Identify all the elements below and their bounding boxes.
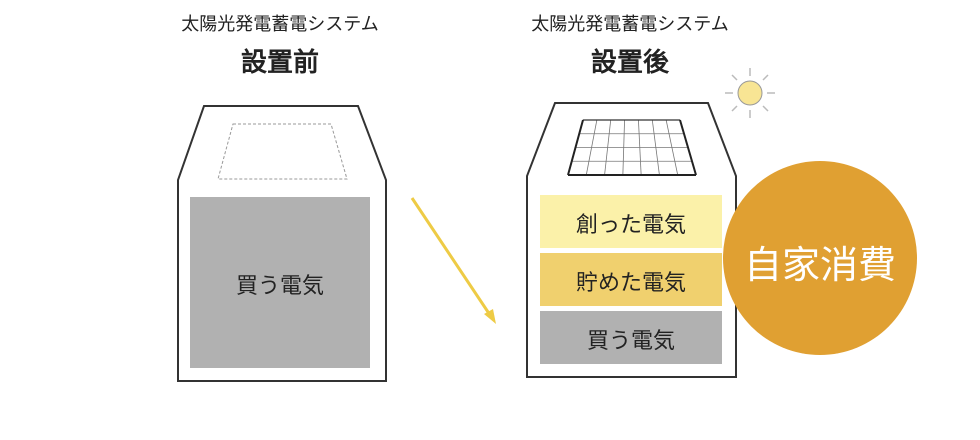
after-bought-label: 買う電気 xyxy=(586,329,675,354)
empty-roof-outline xyxy=(217,123,348,180)
created-electricity-label: 創った電気 xyxy=(575,213,686,238)
self-consumption-label: 自家消費 xyxy=(743,243,896,287)
after-subtitle: 太陽光発電蓄電システム xyxy=(531,14,729,35)
arrow xyxy=(410,197,494,319)
before-title: 設置前 xyxy=(240,48,319,78)
before-subtitle: 太陽光発電蓄電システム xyxy=(181,14,379,35)
before-bought-label: 買う電気 xyxy=(235,274,324,299)
solar-panel-icon xyxy=(567,119,697,176)
stored-electricity-label: 貯めた電気 xyxy=(575,271,686,296)
after-house xyxy=(526,102,737,378)
sun-icon xyxy=(725,68,775,118)
arrow-head xyxy=(484,309,496,324)
after-title: 設置後 xyxy=(590,48,669,78)
self-consumption-circle xyxy=(723,161,917,355)
bought-electricity-block xyxy=(190,197,370,368)
before-house xyxy=(177,105,387,382)
